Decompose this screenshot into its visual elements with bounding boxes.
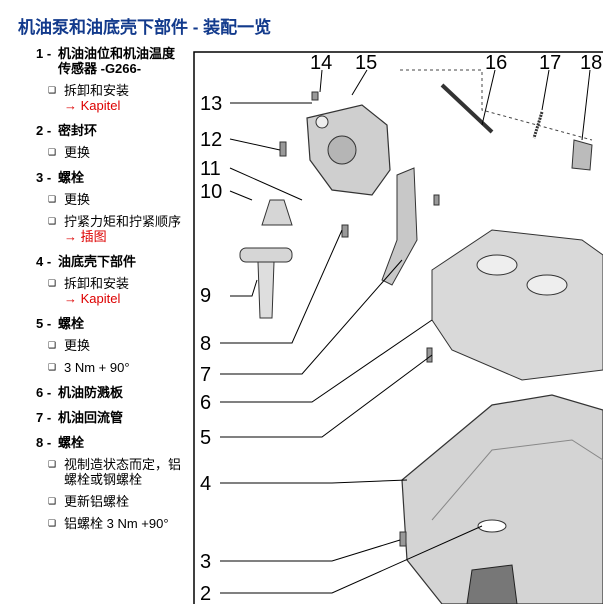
bullet-icon: ❑ bbox=[48, 362, 57, 372]
kapitel-link[interactable]: → Kapitel bbox=[64, 291, 121, 306]
item-number: 6 - bbox=[36, 385, 52, 400]
parts-legend: 1 -机油油位和机油温度传感器 -G266- ❑拆卸和安装→ Kapitel 2… bbox=[36, 46, 186, 541]
callout-15: 15 bbox=[355, 52, 377, 74]
fitting-illustration bbox=[571, 139, 593, 171]
oil-baffle-illustration bbox=[431, 229, 603, 381]
sub-text: 拧紧力矩和拧紧顺序 bbox=[64, 214, 182, 229]
item-label: 螺栓 bbox=[58, 316, 85, 331]
legend-item-7: 7 - 机油回流管 bbox=[36, 410, 186, 425]
bullet-icon: ❑ bbox=[48, 278, 57, 288]
sub-text: 更换 bbox=[64, 338, 91, 353]
legend-item-3: 3 - 螺栓 ❑ 更换 ❑ 拧紧力矩和拧紧顺序 → 插图 bbox=[36, 170, 186, 244]
oil-level-sensor-illustration bbox=[239, 199, 293, 319]
item-label: 螺栓 bbox=[58, 435, 85, 450]
sub-text: 拆卸和安装 bbox=[64, 83, 130, 98]
sub-text: 3 Nm + 90° bbox=[64, 360, 130, 375]
bullet-icon: ❑ bbox=[48, 340, 57, 350]
callout-6: 6 bbox=[200, 392, 211, 414]
item-label: 密封环 bbox=[58, 123, 98, 138]
kapitel-link[interactable]: → Kapitel bbox=[64, 98, 121, 113]
callout-3: 3 bbox=[200, 551, 211, 573]
callout-13: 13 bbox=[200, 93, 222, 115]
callout-4: 4 bbox=[200, 473, 211, 495]
item-number: 7 - bbox=[36, 410, 52, 425]
legend-item-1: 1 - 机油油位和机油温度传感器 -G266- ❑ 拆卸和安装→ Kapitel bbox=[36, 46, 186, 113]
leader-lines bbox=[220, 69, 591, 594]
oil-return-pipe-illustration bbox=[381, 167, 418, 286]
sub-text: 视制造状态而定，铝螺栓或钢螺栓 bbox=[64, 457, 182, 487]
callout-18: 18 bbox=[580, 52, 602, 74]
callout-9: 9 bbox=[200, 285, 211, 307]
oil-pan-illustration bbox=[401, 394, 603, 604]
oil-pump-illustration bbox=[306, 104, 391, 196]
item-label: 机油油位和机油温度传感器 -G266- bbox=[58, 46, 176, 76]
figure-link[interactable]: → 插图 bbox=[64, 229, 107, 244]
legend-item-2: 2 - 密封环 ❑ 更换 bbox=[36, 123, 186, 160]
callout-16: 16 bbox=[485, 52, 507, 74]
legend-item-6: 6 - 机油防溅板 bbox=[36, 385, 186, 400]
item-number: 8 - bbox=[36, 435, 52, 450]
bullet-icon: ❑ bbox=[48, 85, 57, 95]
sub-text: 更换 bbox=[64, 192, 91, 207]
bullet-icon: ❑ bbox=[48, 459, 57, 469]
sub-text: 铝螺栓 3 Nm +90° bbox=[64, 516, 169, 531]
diagram-frame bbox=[193, 51, 603, 604]
item-number: 3 - bbox=[36, 170, 52, 185]
callout-5: 5 bbox=[200, 427, 211, 449]
bullet-icon: ❑ bbox=[48, 518, 57, 528]
sub-text: 拆卸和安装 bbox=[64, 276, 130, 291]
callout-14: 14 bbox=[310, 52, 332, 74]
item-number: 1 - bbox=[36, 46, 52, 61]
bullet-icon: ❑ bbox=[48, 496, 57, 506]
item-number: 5 - bbox=[36, 316, 52, 331]
exploded-view-diagram: 13 12 11 10 9 8 7 6 5 4 3 2 14 15 16 17 … bbox=[193, 51, 603, 604]
sub-text: 更换 bbox=[64, 145, 91, 160]
callout-7: 7 bbox=[200, 364, 211, 386]
item-number: 2 - bbox=[36, 123, 52, 138]
callout-8: 8 bbox=[200, 333, 211, 355]
sensor-bottom-illustration bbox=[466, 564, 518, 604]
callout-2: 2 bbox=[200, 583, 211, 604]
legend-item-8: 8 - 螺栓 ❑ 视制造状态而定，铝螺栓或钢螺栓 ❑ 更新铝螺栓 ❑ 铝螺栓 3 Nm … bbox=[36, 435, 186, 531]
spring-illustration bbox=[532, 111, 544, 139]
bullet-icon: ❑ bbox=[48, 147, 57, 157]
legend-item-5: 5 - 螺栓 ❑ 更换 ❑ 3 Nm + 90° bbox=[36, 316, 186, 375]
guide-rod-illustration bbox=[440, 83, 494, 134]
item-label: 机油回流管 bbox=[58, 410, 124, 425]
item-number: 4 - bbox=[36, 254, 52, 269]
callout-11: 11 bbox=[200, 158, 221, 180]
callout-10: 10 bbox=[200, 181, 222, 203]
bullet-icon: ❑ bbox=[48, 194, 57, 204]
item-label: 油底壳下部件 bbox=[58, 254, 137, 269]
callout-numbers: 13 12 11 10 9 8 7 6 5 4 3 2 14 15 16 17 … bbox=[200, 52, 602, 604]
callout-17: 17 bbox=[539, 52, 561, 74]
callout-12: 12 bbox=[200, 129, 222, 151]
item-label: 机油防溅板 bbox=[58, 385, 124, 400]
bullet-icon: ❑ bbox=[48, 216, 57, 226]
item-label: 螺栓 bbox=[58, 170, 85, 185]
legend-item-4: 4 - 油底壳下部件 ❑ 拆卸和安装→ Kapitel bbox=[36, 254, 186, 306]
page-title: 机油泵和油底壳下部件 - 装配一览 bbox=[18, 18, 272, 37]
sub-text: 更新铝螺栓 bbox=[64, 494, 130, 509]
